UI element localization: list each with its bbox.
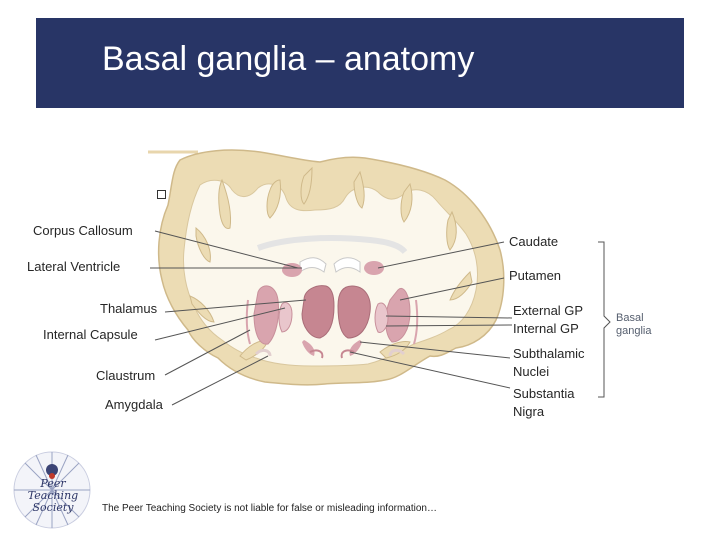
label-claustrum: Claustrum: [96, 368, 156, 383]
label-internal-capsule: Internal Capsule: [43, 327, 138, 342]
logo-icon: [13, 451, 91, 529]
label-putamen: Putamen: [509, 268, 562, 283]
label-internal-gp: Internal GP: [513, 321, 579, 336]
label-subthalamic-line2: Nuclei: [513, 364, 550, 379]
label-external-gp: External GP: [513, 303, 584, 318]
slide-title: Basal ganglia – anatomy: [102, 40, 475, 78]
label-corpus-callosum: Corpus Callosum: [33, 223, 133, 238]
label-subthalamic-line1: Subthalamic: [513, 346, 585, 361]
logo-text: Peer Teaching Society: [18, 478, 88, 514]
leader-lines-left: [150, 230, 307, 406]
logo-text-line2: Society: [32, 501, 74, 514]
bullet-icon: [157, 190, 166, 199]
label-thalamus: Thalamus: [100, 301, 158, 316]
thalamus-shape: [301, 285, 335, 339]
label-substantia-nigra: Substantia Nigra: [513, 385, 574, 421]
label-caudate: Caudate: [509, 234, 559, 249]
label-subthalamic-nuclei: Subthalamic Nuclei: [513, 345, 585, 381]
label-substantia-line2: Nigra: [513, 404, 545, 419]
basal-ganglia-line1: Basal: [616, 312, 644, 324]
label-lateral-ventricle: Lateral Ventricle: [27, 259, 121, 274]
footer-disclaimer: The Peer Teaching Society is not liable …: [102, 503, 437, 514]
label-gp: External GP Internal GP: [513, 302, 583, 338]
label-substantia-line1: Substantia: [513, 386, 575, 401]
leader-lines-right: [349, 241, 513, 389]
basal-ganglia-label: Basal ganglia: [616, 312, 651, 338]
title-banner: [36, 18, 684, 108]
label-amygdala: Amygdala: [105, 397, 163, 412]
basal-ganglia-line2: ganglia: [616, 325, 652, 337]
basal-ganglia-bracket: [598, 241, 611, 398]
logo-text-line1: Peer Teaching: [27, 477, 79, 502]
